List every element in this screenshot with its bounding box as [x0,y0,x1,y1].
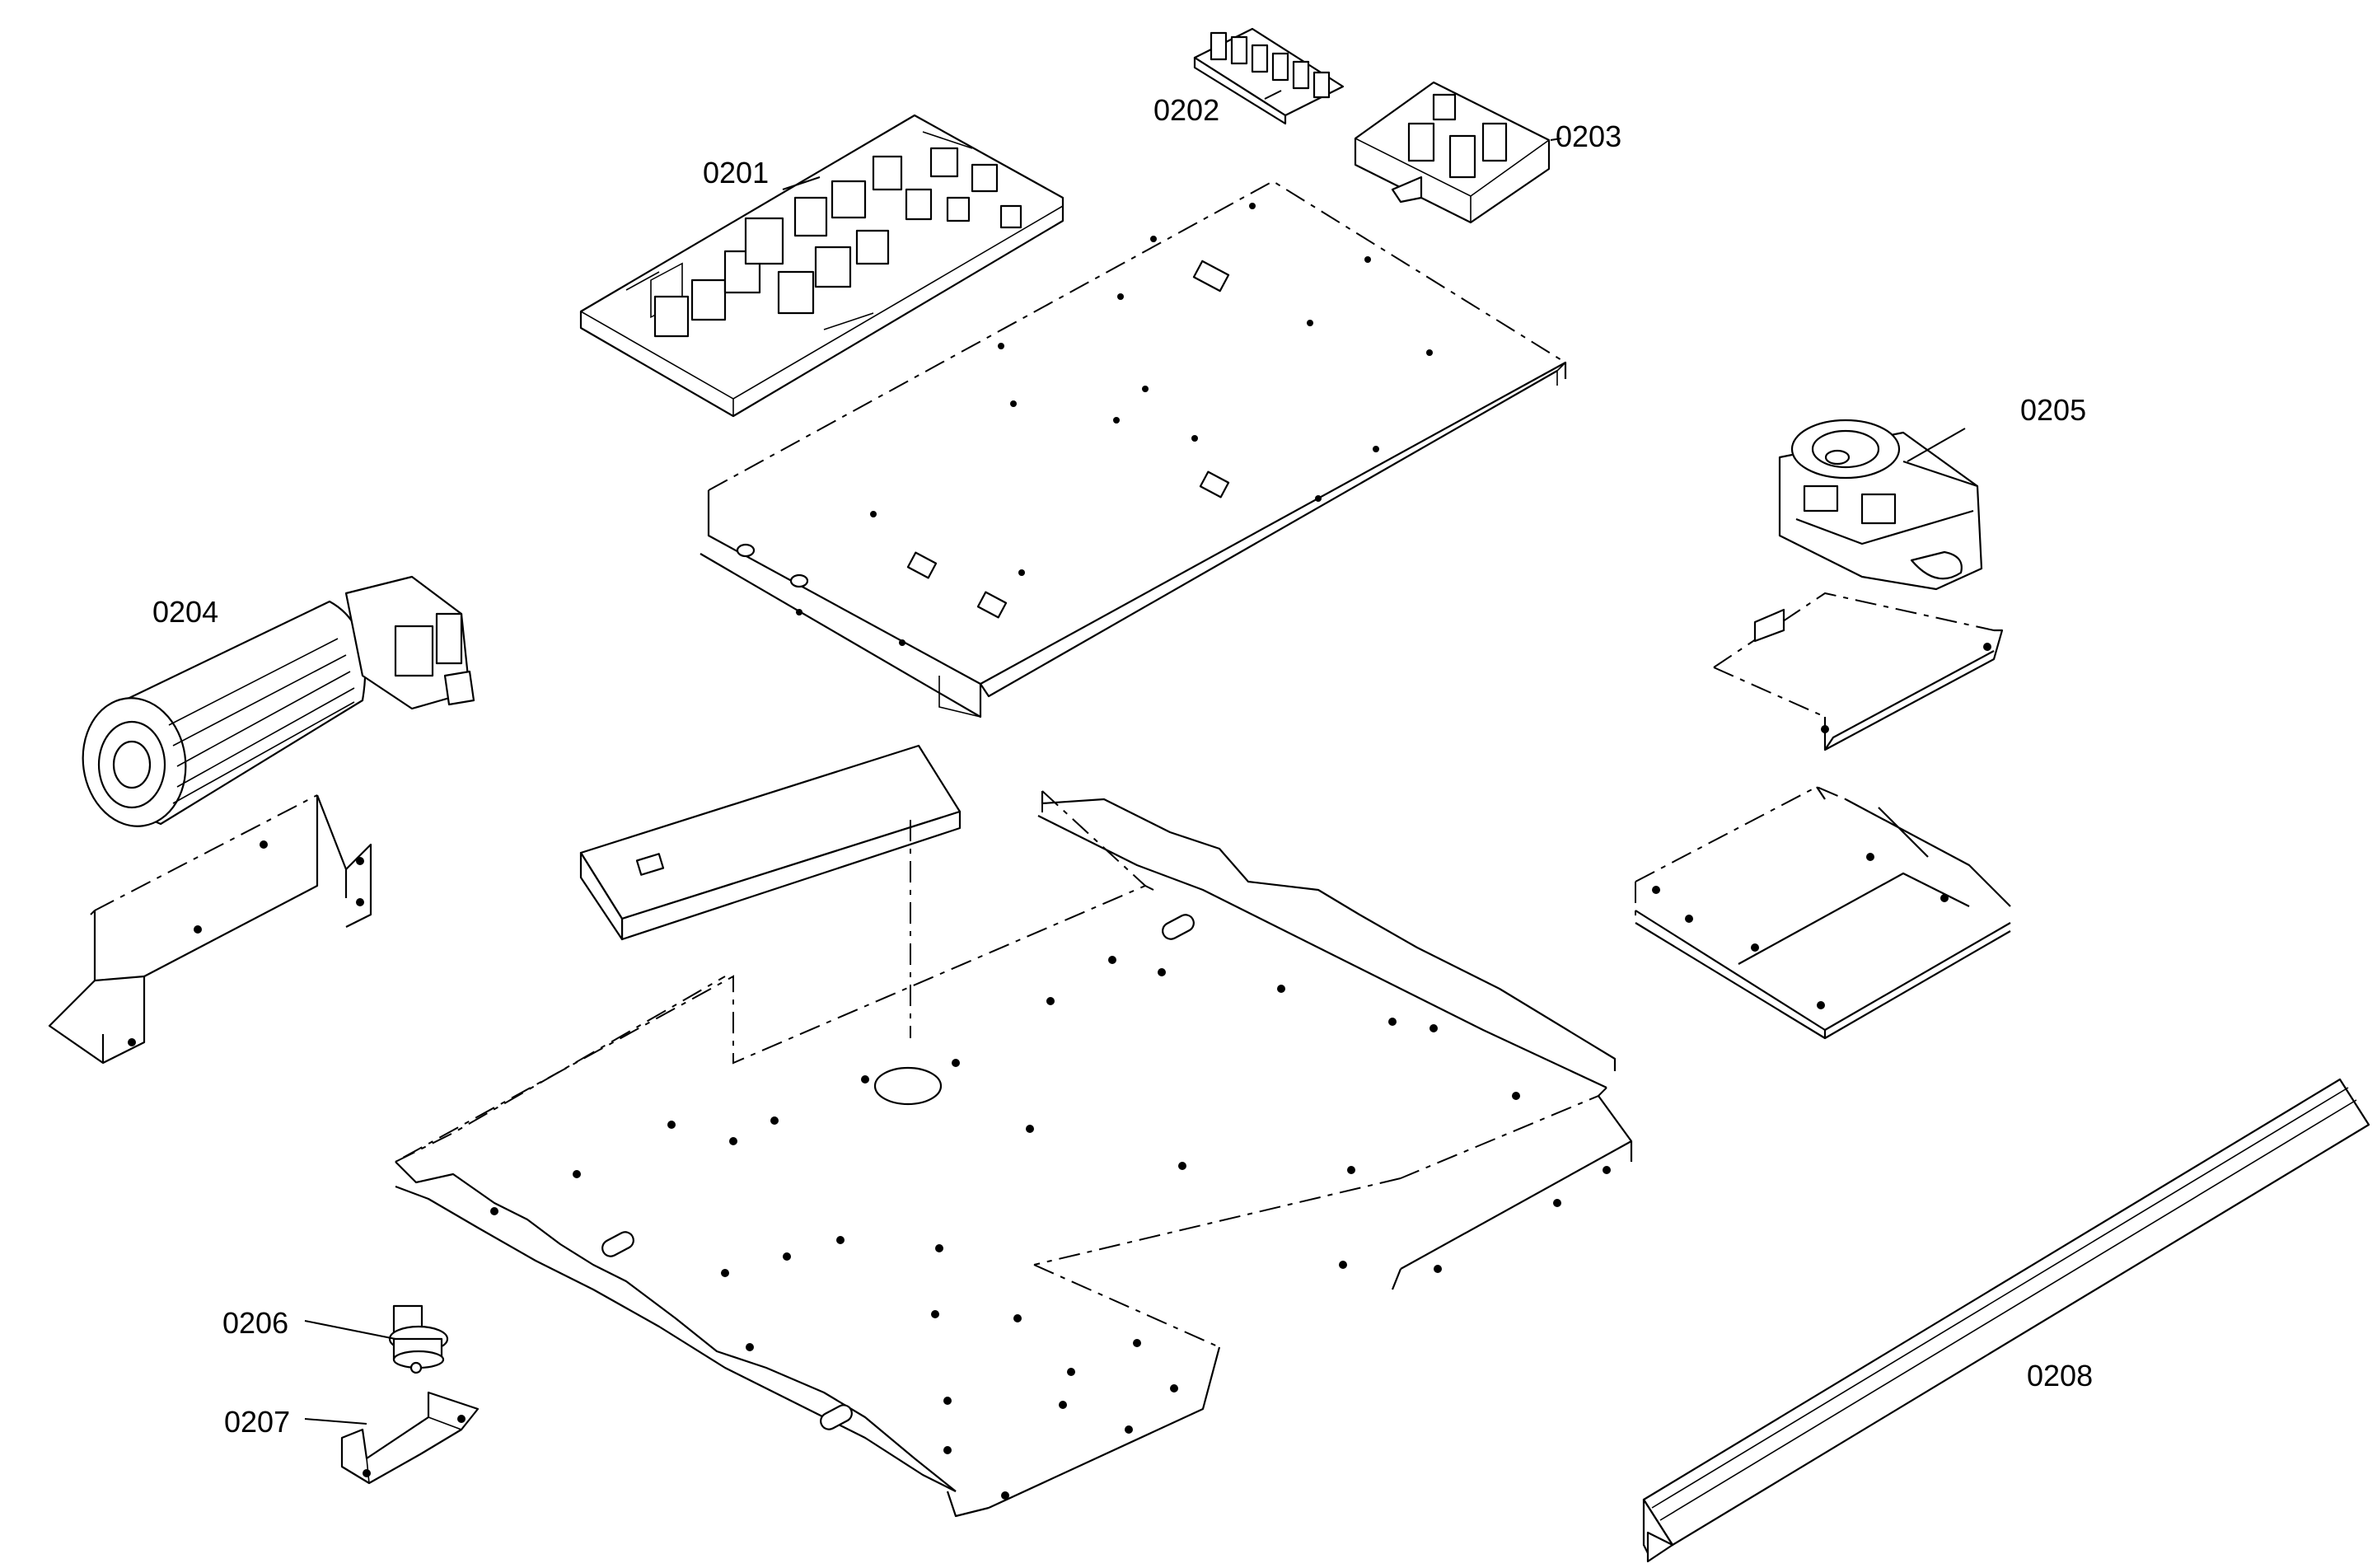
label-0205: 0205 [2020,393,2086,427]
motor-bracket [1713,592,2004,751]
part-0206-thermostat [388,1304,449,1374]
part-0203-relay-housing [1354,81,1551,224]
top-cover-plate [700,180,1567,718]
label-0206: 0206 [222,1306,288,1340]
leader-lines [304,90,1966,1425]
part-0208-trim-strip [1642,1078,2370,1563]
label-0201: 0201 [703,156,769,190]
label-0204: 0204 [152,595,218,629]
base-plate [395,790,1633,1518]
label-0203: 0203 [1556,119,1621,153]
part-0204-blower-fan [82,575,475,827]
part-0205-latch-motor [1778,419,1983,591]
part-0201-control-board [579,114,1065,418]
label-0207: 0207 [224,1405,290,1439]
part-0207-bracket [340,1391,480,1485]
support-tray [1635,785,2011,1040]
part-0202-connector [1193,27,1345,125]
center-duct [579,744,962,1038]
fan-bracket [48,794,372,1065]
part-labels: 0201 0202 0203 0204 0205 0206 0207 0208 [152,93,2093,1439]
label-0208: 0208 [2027,1359,2093,1392]
label-0202: 0202 [1153,93,1219,127]
